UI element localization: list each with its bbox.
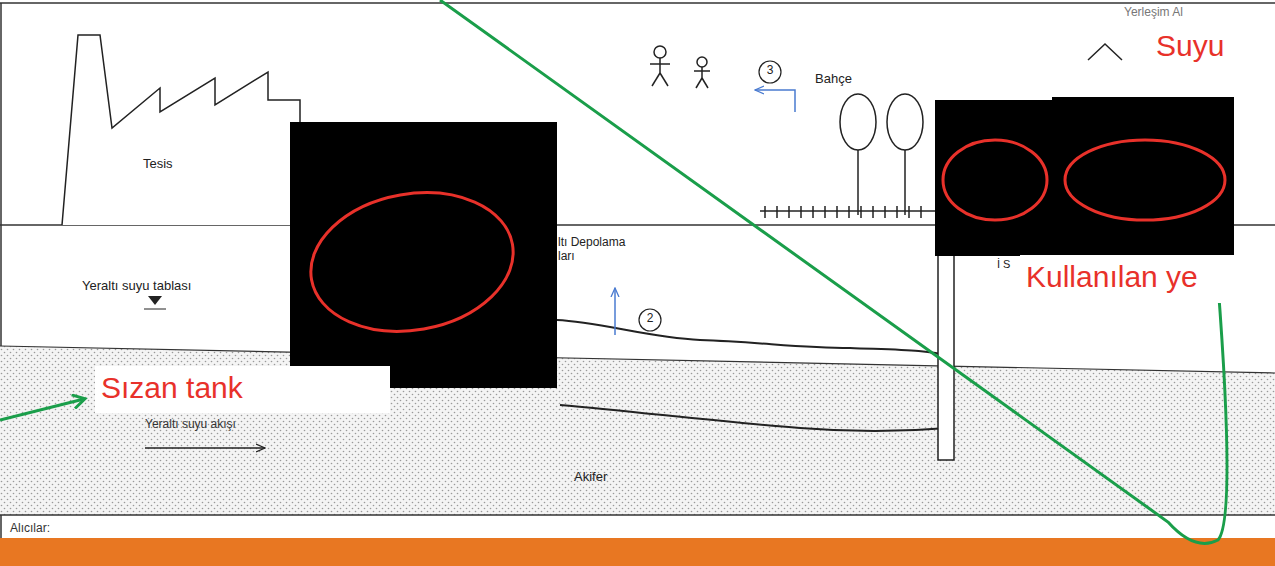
area-label: Bahçe (815, 72, 875, 87)
flow-arrow (145, 447, 265, 448)
callout-circle (639, 309, 661, 331)
callout-text: Suyu (1156, 26, 1269, 65)
callout-number: 2 (639, 312, 661, 326)
person-figure (650, 46, 670, 86)
redaction-box (290, 122, 557, 388)
frame-line (0, 2, 1275, 4)
well-casing (938, 222, 954, 460)
pathway-arrow (755, 90, 795, 112)
callout-box: Suyu (1150, 24, 1275, 70)
aquifer-zone (0, 346, 1275, 515)
callout-circle (759, 61, 781, 83)
aquifer-label: Akifer (574, 470, 634, 485)
flow-label: Yeraltı suyu akışı (145, 418, 285, 432)
tree (840, 94, 923, 215)
footer-bar (0, 538, 1275, 566)
house-roof (1088, 44, 1122, 60)
water-table-marker (148, 296, 162, 305)
callout-text: Kullanılan ye (1026, 257, 1269, 296)
receptor-heading: Alıcılar: (10, 522, 100, 536)
water-table-label: Yeraltı suyu tablası (82, 279, 242, 294)
pathway-arrow (614, 288, 616, 335)
area-label: Yerleşim Al (1124, 6, 1186, 20)
receptor-divider (0, 514, 1275, 516)
redaction-box (1052, 97, 1234, 256)
red-ellipse (1065, 140, 1225, 220)
factory-outline (62, 35, 300, 225)
contaminant-plume (557, 320, 948, 431)
callout-number: 3 (759, 64, 781, 78)
callout-box: Sızan tank (95, 366, 390, 413)
facility-label: Tesis (143, 157, 203, 172)
green-pointer (0, 399, 84, 420)
person-figure (694, 57, 710, 88)
water-table-marker (144, 309, 166, 310)
fence (760, 206, 935, 218)
red-ellipse (943, 140, 1047, 220)
storage-label: ltı Depolama ları (558, 236, 644, 264)
red-ellipse (300, 177, 525, 346)
redaction-box (935, 100, 1060, 256)
well-label: İ S (997, 258, 1013, 271)
callout-box: Kullanılan ye (1020, 255, 1275, 303)
callout-text: Sızan tank (101, 368, 384, 407)
